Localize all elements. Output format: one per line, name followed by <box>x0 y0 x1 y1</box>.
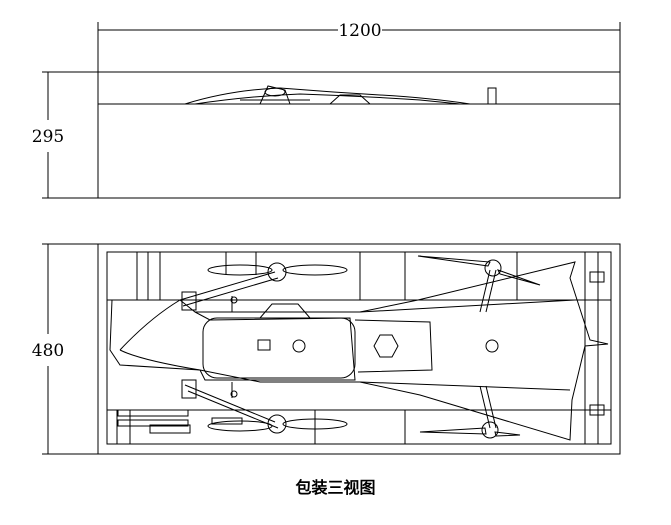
propeller-front-right <box>207 414 348 434</box>
propeller-rear-right <box>419 421 521 439</box>
length-label: 1200 <box>338 21 381 41</box>
side-view: 295 <box>32 71 621 199</box>
length-dimension: 1200 <box>97 21 621 72</box>
width-label: 480 <box>32 341 64 361</box>
propeller-rear-left <box>417 255 541 286</box>
height-label: 295 <box>32 127 64 147</box>
top-view: 480 <box>32 243 621 455</box>
caption: 包装三视图 <box>295 478 376 497</box>
propeller-front-left <box>207 262 348 282</box>
